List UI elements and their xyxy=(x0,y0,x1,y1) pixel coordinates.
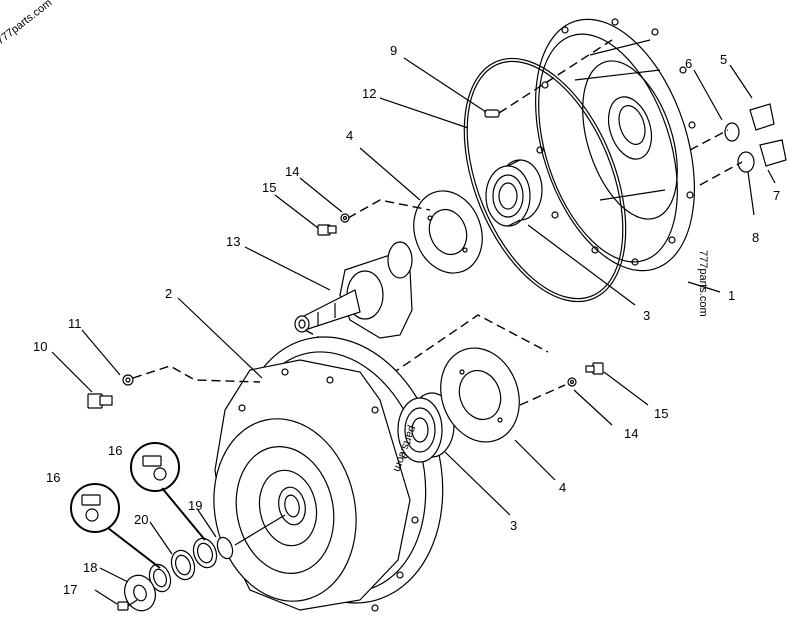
o-ring xyxy=(463,57,627,303)
lower-bearing xyxy=(397,392,455,463)
plug-seal-assembly xyxy=(689,103,787,186)
leader-lines xyxy=(51,57,776,605)
callout-20: 20 xyxy=(134,512,148,527)
detail-callout-16-lower xyxy=(70,483,161,569)
callout-17: 17 xyxy=(63,582,77,597)
callout-15-upper: 15 xyxy=(262,180,276,195)
watermark-right: 777parts.com xyxy=(697,250,709,317)
callout-15-lower: 15 xyxy=(654,406,668,421)
callout-13: 13 xyxy=(226,234,240,249)
callout-7: 7 xyxy=(773,188,780,203)
callout-2: 2 xyxy=(165,286,172,301)
callout-19: 19 xyxy=(188,498,202,513)
watermark-top-left: 777parts.com xyxy=(0,0,54,47)
callout-10: 10 xyxy=(33,339,47,354)
callout-3-lower: 3 xyxy=(510,518,517,533)
callout-16-lower: 16 xyxy=(46,470,60,485)
front-housing xyxy=(213,336,444,612)
upper-bearing xyxy=(485,159,543,227)
callout-12: 12 xyxy=(362,86,376,101)
callout-3-upper: 3 xyxy=(643,308,650,323)
callout-numbers: 1 2 3 3 4 4 5 6 7 8 9 10 11 12 13 14 14 … xyxy=(33,43,780,597)
callout-14-upper: 14 xyxy=(285,164,299,179)
callout-4-lower: 4 xyxy=(559,480,566,495)
callout-18: 18 xyxy=(83,560,97,575)
callout-1: 1 xyxy=(728,288,735,303)
housing-bolt-holes xyxy=(536,18,696,266)
front-seal-stack xyxy=(117,514,286,612)
dowel-pin xyxy=(484,39,613,118)
callout-5: 5 xyxy=(720,52,727,67)
upper-bolt-washer xyxy=(317,199,431,236)
callout-11: 11 xyxy=(68,316,82,331)
left-bolt-washer xyxy=(87,365,261,409)
lower-thrust-plate xyxy=(440,347,520,443)
callout-4-upper: 4 xyxy=(346,128,353,143)
crankshaft xyxy=(294,241,413,339)
callout-8: 8 xyxy=(752,230,759,245)
callout-14-lower: 14 xyxy=(624,426,638,441)
rear-housing xyxy=(535,18,696,272)
callout-16-upper: 16 xyxy=(108,443,122,458)
lower-bolt-washer xyxy=(519,362,604,406)
callout-6: 6 xyxy=(685,56,692,71)
upper-thrust-plate xyxy=(413,190,483,274)
callout-9: 9 xyxy=(390,43,397,58)
detail-callout-16-upper xyxy=(130,442,206,541)
